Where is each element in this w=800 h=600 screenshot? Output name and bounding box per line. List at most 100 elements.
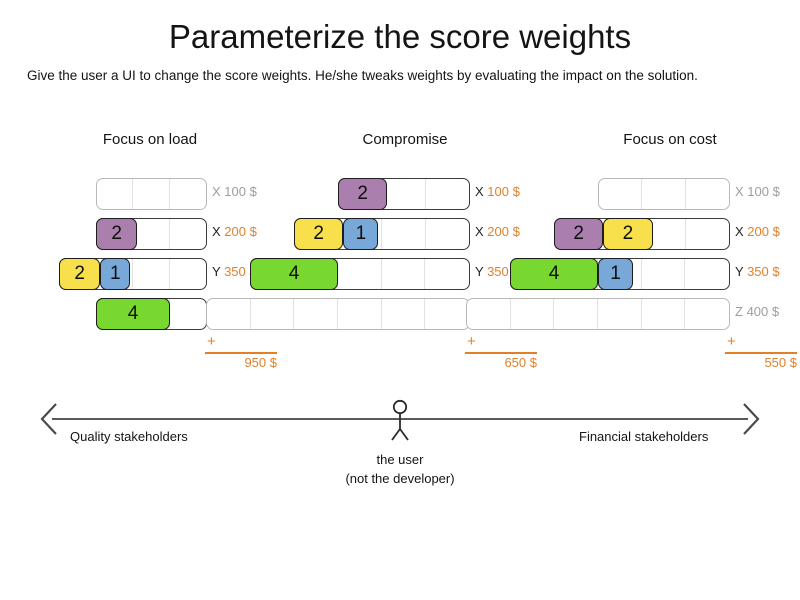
weight-track-cell[interactable] bbox=[511, 299, 555, 329]
weight-segment-purple[interactable]: 2 bbox=[554, 218, 604, 250]
axis-label-quality-stakeholders: Quality stakeholders bbox=[70, 429, 188, 444]
weight-segment-blue[interactable]: 1 bbox=[598, 258, 634, 290]
weight-track-cell[interactable] bbox=[133, 179, 170, 209]
weight-track-empty[interactable] bbox=[206, 298, 470, 330]
weight-segment-yellow[interactable]: 2 bbox=[59, 258, 101, 290]
weight-segment-blue[interactable]: 1 bbox=[100, 258, 131, 290]
weight-track-cell[interactable] bbox=[97, 259, 133, 289]
row-amount: 200 $ bbox=[487, 224, 520, 239]
weight-track-cell[interactable] bbox=[170, 219, 206, 249]
row-cost-label: X 200 $ bbox=[212, 224, 257, 239]
weight-row[interactable] bbox=[598, 178, 730, 210]
weight-track-cell[interactable] bbox=[133, 219, 170, 249]
weight-track-cell[interactable] bbox=[686, 219, 729, 249]
row-amount: 200 $ bbox=[224, 224, 257, 239]
weight-track-empty[interactable] bbox=[598, 178, 730, 210]
weight-track-cell[interactable] bbox=[642, 179, 686, 209]
weight-row[interactable]: 2 bbox=[338, 178, 470, 210]
weight-track-cell[interactable] bbox=[339, 219, 382, 249]
row-key: X bbox=[735, 224, 748, 239]
weight-track-cell[interactable] bbox=[382, 179, 426, 209]
weight-track-cell[interactable] bbox=[599, 179, 643, 209]
row-key: Z bbox=[735, 304, 747, 319]
sum-plus-symbol: + bbox=[467, 333, 476, 350]
weight-track-cell[interactable] bbox=[170, 179, 206, 209]
weight-row[interactable] bbox=[96, 178, 207, 210]
weight-row[interactable]: 2 bbox=[96, 218, 207, 250]
weight-track-cell[interactable] bbox=[642, 259, 686, 289]
weight-segment-yellow[interactable]: 2 bbox=[603, 218, 653, 250]
column-header-compromise: Compromise bbox=[362, 131, 448, 148]
user-caption-line-2: (not the developer) bbox=[345, 471, 455, 486]
weight-track-cell[interactable] bbox=[338, 299, 382, 329]
weight-segment-blue[interactable]: 1 bbox=[343, 218, 379, 250]
weight-track-cell[interactable] bbox=[425, 259, 469, 289]
sum-rule-divider bbox=[725, 352, 797, 354]
weight-track-cell[interactable] bbox=[294, 299, 339, 329]
weight-track-cell[interactable] bbox=[426, 219, 469, 249]
arrow-left-icon bbox=[40, 403, 58, 435]
weight-segment-green[interactable]: 4 bbox=[250, 258, 338, 290]
row-cost-label: Y 350 $ bbox=[735, 264, 780, 279]
weight-track-cell[interactable] bbox=[382, 259, 426, 289]
weight-row[interactable] bbox=[206, 298, 470, 330]
weight-segment-green[interactable]: 4 bbox=[96, 298, 170, 330]
weight-track-cell[interactable] bbox=[686, 179, 729, 209]
weight-track-cell[interactable] bbox=[207, 299, 251, 329]
weight-track-cell[interactable] bbox=[642, 219, 686, 249]
weight-track-empty[interactable] bbox=[466, 298, 730, 330]
column-header-focus-on-load: Focus on load bbox=[102, 131, 198, 148]
weight-row[interactable]: 4 bbox=[96, 298, 207, 330]
row-amount: 400 $ bbox=[746, 304, 780, 319]
weight-track-cell[interactable] bbox=[251, 299, 295, 329]
weight-track-cell[interactable] bbox=[685, 299, 729, 329]
scenario-total: +650 $ bbox=[465, 333, 537, 370]
weight-track-cell[interactable] bbox=[598, 259, 642, 289]
weight-row[interactable] bbox=[466, 298, 730, 330]
weight-track-cell[interactable] bbox=[133, 259, 170, 289]
row-key: Y bbox=[735, 264, 748, 279]
scenario-total: +550 $ bbox=[725, 334, 797, 370]
weight-track-cell[interactable] bbox=[467, 299, 511, 329]
row-cost-label: X 200 $ bbox=[475, 224, 520, 239]
user-caption: the user (not the developer) bbox=[0, 450, 800, 488]
weight-track-cell[interactable] bbox=[170, 259, 206, 289]
weight-segment-purple[interactable]: 2 bbox=[338, 178, 388, 210]
weight-track-cell[interactable] bbox=[97, 179, 134, 209]
weight-track-cell[interactable] bbox=[642, 299, 686, 329]
user-caption-line-1: the user bbox=[376, 452, 424, 467]
sum-rule-divider bbox=[205, 352, 277, 354]
column-header-focus-on-cost: Focus on cost bbox=[623, 131, 717, 148]
weight-row[interactable]: 4 bbox=[250, 258, 470, 290]
weight-segment-yellow[interactable]: 2 bbox=[294, 218, 344, 250]
row-cost-label: X 100 $ bbox=[475, 184, 520, 199]
weight-track-cell[interactable] bbox=[170, 299, 206, 329]
weight-track-empty[interactable] bbox=[96, 178, 207, 210]
sum-rule-divider bbox=[465, 352, 537, 354]
weight-track-cell[interactable] bbox=[598, 299, 642, 329]
page-title: Parameterize the score weights bbox=[168, 18, 632, 55]
weight-track-cell[interactable] bbox=[554, 299, 599, 329]
row-cost-label: X 100 $ bbox=[735, 184, 780, 199]
weight-track-cell[interactable] bbox=[426, 179, 469, 209]
axis-label-financial-stakeholders: Financial stakeholders bbox=[579, 429, 709, 444]
weight-track-cell[interactable] bbox=[382, 299, 426, 329]
row-amount: 350 $ bbox=[224, 264, 257, 279]
weight-track-cell[interactable] bbox=[425, 299, 469, 329]
row-cost-label: Y 350 $ bbox=[212, 264, 257, 279]
weight-track-cell[interactable] bbox=[382, 219, 426, 249]
weight-track-cell[interactable] bbox=[338, 259, 382, 289]
scenario-total-value: 950 $ bbox=[244, 354, 277, 370]
weight-segment-purple[interactable]: 2 bbox=[96, 218, 138, 250]
weight-track-cell[interactable] bbox=[685, 259, 729, 289]
row-amount: 200 $ bbox=[747, 224, 780, 239]
scenario-total: +950 $ bbox=[205, 334, 277, 370]
page-subtitle: Give the user a UI to change the score w… bbox=[27, 68, 698, 83]
weight-segment-green[interactable]: 4 bbox=[510, 258, 598, 290]
row-amount: 100 $ bbox=[487, 184, 520, 199]
